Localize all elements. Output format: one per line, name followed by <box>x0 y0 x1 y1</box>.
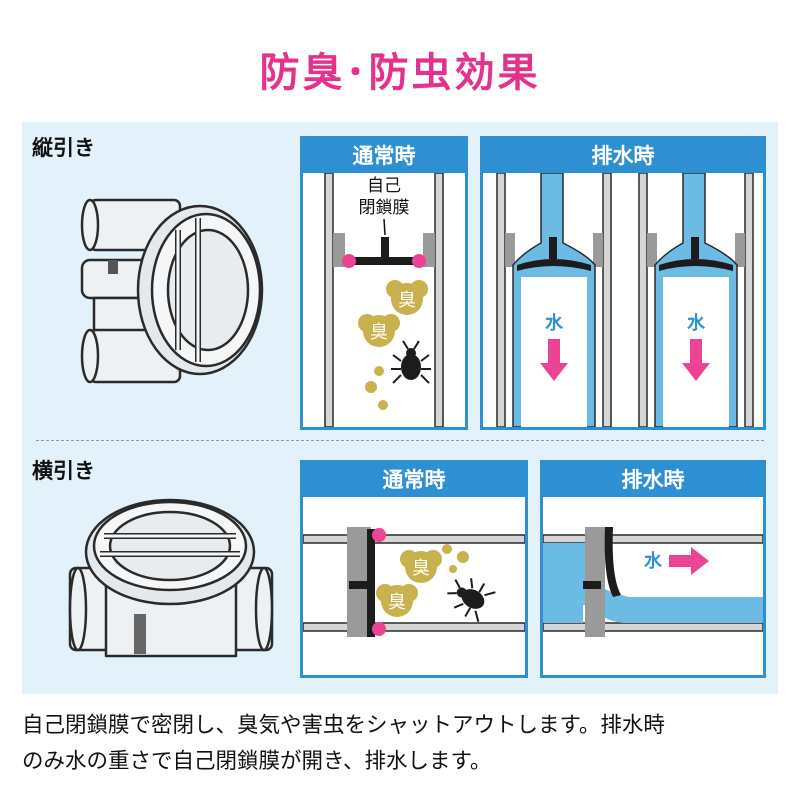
water-label-vertical-2: 水 <box>687 312 706 334</box>
section-label-horizontal: 横引き <box>32 459 95 483</box>
horizontal-drain-illustration: 水 <box>543 527 763 637</box>
svg-text:臭: 臭 <box>388 592 406 613</box>
svg-text:臭: 臭 <box>398 290 416 311</box>
page-title: 防臭･防虫効果 <box>259 50 541 96</box>
bug-icon <box>391 340 431 384</box>
card-header-horizontal-drain: 排水時 <box>543 463 763 497</box>
membrane-label-line2: 閉鎖膜 <box>359 198 410 218</box>
card-vertical-drain: 排水時 水 水 <box>480 136 766 430</box>
card-header-vertical-drain: 排水時 <box>483 139 763 173</box>
card-header-vertical-normal: 通常時 <box>303 139 465 173</box>
vertical-normal-illustration: 自己 閉鎖膜 臭 臭 <box>324 173 444 427</box>
arrow-down-icon <box>540 339 568 381</box>
horizontal-normal-illustration: 臭 臭 <box>303 527 525 637</box>
section-divider <box>36 440 764 441</box>
caption-line-2: のみ水の重さで自己閉鎖膜が開き、排水します。 <box>22 749 492 774</box>
arrow-down-icon <box>682 339 710 381</box>
card-vertical-normal: 通常時 自己 閉鎖膜 臭 臭 <box>300 136 468 430</box>
card-header-horizontal-normal: 通常時 <box>303 463 525 497</box>
water-label-vertical-1: 水 <box>545 312 564 334</box>
card-horizontal-normal: 通常時 臭 臭 <box>300 460 528 678</box>
vertical-drain-illustration: 水 水 <box>496 173 754 427</box>
odor-cloud-icon: 臭 <box>386 280 428 315</box>
bug-icon <box>447 578 496 622</box>
odor-cloud-icon: 臭 <box>376 584 418 617</box>
svg-text:臭: 臭 <box>412 558 430 579</box>
arrow-right-icon <box>669 547 709 575</box>
water-label-horizontal: 水 <box>644 550 663 572</box>
odor-cloud-icon: 臭 <box>400 550 442 583</box>
horizontal-trap-product-icon <box>68 498 274 658</box>
description-caption: 自己閉鎖膜で密閉し、臭気や害虫をシャットアウトします。排水時 のみ水の重さで自己… <box>22 708 782 780</box>
caption-line-1: 自己閉鎖膜で密閉し、臭気や害虫をシャットアウトします。排水時 <box>22 713 665 738</box>
svg-text:臭: 臭 <box>370 322 388 343</box>
membrane-label-line1: 自己 <box>367 176 401 196</box>
section-label-vertical: 縦引き <box>32 136 95 160</box>
odor-cloud-icon: 臭 <box>358 314 400 347</box>
card-horizontal-drain: 排水時 水 <box>540 460 766 678</box>
vertical-trap-product-icon <box>80 198 264 384</box>
